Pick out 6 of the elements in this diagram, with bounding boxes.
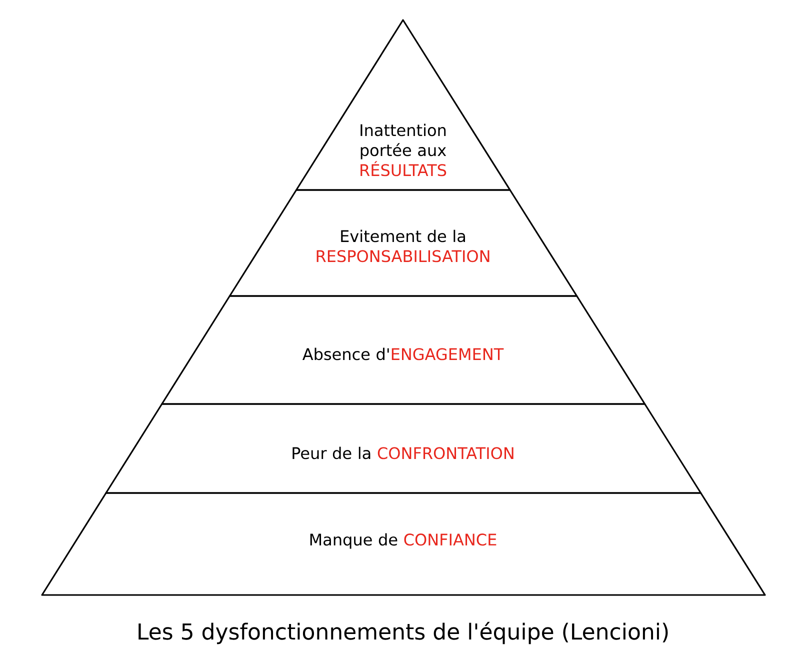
pyramid-level: Evitement de la RESPONSABILISATION bbox=[228, 189, 578, 297]
caption: Les 5 dysfonctionnements de l'équipe (Lencioni) bbox=[138, 622, 668, 644]
pyramid-level: Inattention portée aux RÉSULTATS bbox=[296, 19, 511, 191]
pyramid-level: Manque de CONFIANCE bbox=[41, 492, 766, 596]
pyramid-level: Peur de la CONFRONTATION bbox=[105, 403, 702, 494]
pyramid-level: Absence d' ENGAGEMENT bbox=[161, 295, 646, 405]
